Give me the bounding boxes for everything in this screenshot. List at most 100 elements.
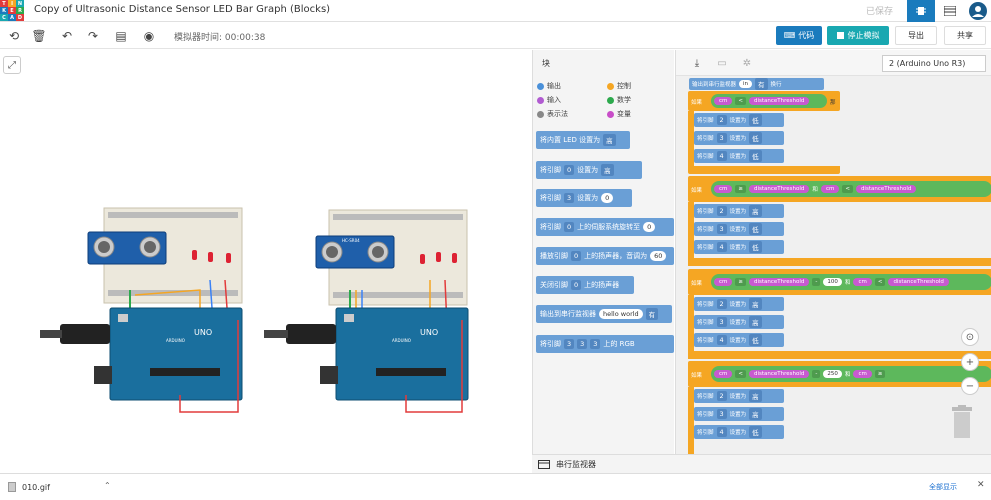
category-notation[interactable]: 表示法 <box>537 109 568 119</box>
block-value[interactable]: 0 <box>601 193 614 203</box>
component-list-button[interactable] <box>936 0 964 22</box>
download-icon[interactable]: ⤓ <box>694 57 700 69</box>
level-dropdown[interactable]: 低 <box>749 150 762 162</box>
category-math[interactable]: 数学 <box>607 95 631 105</box>
share-button[interactable]: 共享 <box>944 26 986 45</box>
op-gte[interactable]: ≥ <box>735 185 746 193</box>
redo-icon[interactable]: ↷ <box>87 29 99 43</box>
tinkercad-logo[interactable]: T I N K E R C A D <box>0 0 24 22</box>
circuit-view-button[interactable] <box>907 0 935 22</box>
rotate-icon[interactable]: ⟲ <box>8 29 20 43</box>
pin-dropdown[interactable]: 3 <box>716 317 727 327</box>
pin-dropdown[interactable]: 3 <box>716 224 727 234</box>
level-dropdown[interactable]: 高 <box>749 205 762 217</box>
export-button[interactable]: 导出 <box>895 26 937 45</box>
block-dropdown[interactable]: 3 <box>577 339 588 349</box>
upload-icon[interactable]: ▭ <box>717 57 727 69</box>
block-dropdown[interactable]: 3 <box>564 339 575 349</box>
pin-dropdown[interactable]: 4 <box>716 427 727 437</box>
category-control[interactable]: 控制 <box>607 81 631 91</box>
level-dropdown[interactable]: 高 <box>749 316 762 328</box>
user-avatar[interactable] <box>964 0 991 22</box>
op-gte[interactable]: ≥ <box>735 278 746 286</box>
ws-value[interactable]: in <box>739 80 753 88</box>
show-all-link[interactable]: 全部显示 <box>929 483 957 491</box>
circuit-canvas[interactable]: ⤢ UNO ARDUINO <box>0 50 532 473</box>
level-dropdown[interactable]: 低 <box>749 132 762 144</box>
pin-dropdown[interactable]: 4 <box>716 242 727 252</box>
close-icon[interactable]: ✕ <box>977 480 985 490</box>
block-dropdown[interactable]: 高 <box>601 164 614 176</box>
op-minus[interactable]: - <box>812 278 821 286</box>
pin-dropdown[interactable]: 2 <box>716 115 727 125</box>
download-item[interactable]: 010.gif <box>8 482 50 492</box>
ws-dropdown[interactable]: 有 <box>755 78 768 90</box>
op-lt[interactable]: < <box>874 278 886 286</box>
category-variables[interactable]: 变量 <box>607 109 631 119</box>
fit-view-icon[interactable]: ⤢ <box>3 56 21 74</box>
level-dropdown[interactable]: 低 <box>749 114 762 126</box>
block-value[interactable]: hello world <box>599 309 643 319</box>
pin-dropdown[interactable]: 4 <box>716 335 727 345</box>
block-dropdown[interactable]: 0 <box>571 251 582 261</box>
op-lt[interactable]: < <box>735 370 746 378</box>
pin-dropdown[interactable]: 2 <box>716 391 727 401</box>
op-lt[interactable]: < <box>842 185 853 193</box>
pin-dropdown[interactable]: 4 <box>716 151 727 161</box>
condition-1[interactable]: cm<distanceThreshold <box>711 94 827 108</box>
chevron-up-icon[interactable]: ⌃ <box>104 481 111 490</box>
level-dropdown[interactable]: 高 <box>749 408 762 420</box>
block-value[interactable]: 60 <box>650 251 667 261</box>
pin-dropdown[interactable]: 2 <box>716 206 727 216</box>
level-dropdown[interactable]: 低 <box>749 334 762 346</box>
level-dropdown[interactable]: 高 <box>749 298 762 310</box>
stop-simulation-button[interactable]: 停止模拟 <box>827 26 889 45</box>
level-dropdown[interactable]: 低 <box>749 241 762 253</box>
category-output[interactable]: 输出 <box>537 81 561 91</box>
block-dropdown[interactable]: 0 <box>564 165 575 175</box>
op-minus[interactable]: - <box>812 370 821 378</box>
level-dropdown[interactable]: 低 <box>749 223 762 235</box>
level-dropdown[interactable]: 高 <box>749 390 762 402</box>
block-dropdown[interactable]: 3 <box>590 339 601 349</box>
zoom-in-icon[interactable]: + <box>961 353 979 371</box>
trash-can-icon[interactable] <box>950 405 974 439</box>
notes-icon[interactable]: ▤ <box>115 29 127 43</box>
block-set-builtin-led[interactable]: 将内置 LED 设置为高 <box>536 131 630 149</box>
pin-dropdown[interactable]: 3 <box>716 409 727 419</box>
zoom-reset-icon[interactable]: ⊙ <box>961 328 979 346</box>
board-select[interactable]: 2 (Arduino Uno R3) <box>882 55 986 72</box>
zoom-out-icon[interactable]: − <box>961 377 979 395</box>
code-button[interactable]: ⌨代码 <box>776 26 822 45</box>
serial-monitor-bar[interactable]: 串行监视器 <box>532 454 991 473</box>
debug-icon[interactable]: ✲ <box>742 57 752 69</box>
eye-icon[interactable]: ◉ <box>143 29 155 43</box>
block-dropdown[interactable]: 0 <box>564 222 575 232</box>
pin-dropdown[interactable]: 2 <box>716 299 727 309</box>
block-dropdown[interactable]: 3 <box>564 193 575 203</box>
block-dropdown[interactable]: 高 <box>603 134 616 146</box>
